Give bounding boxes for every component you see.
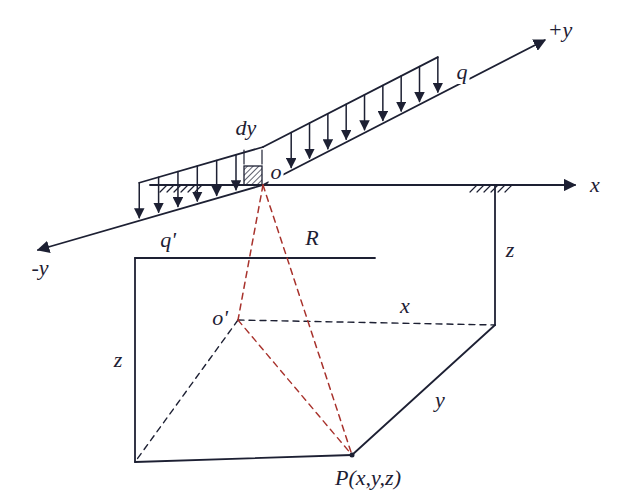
load-arrow bbox=[177, 172, 179, 207]
figure-label: y bbox=[433, 388, 447, 412]
figure-label: z bbox=[112, 348, 125, 372]
box-edge bbox=[494, 185, 496, 325]
load-arrow bbox=[382, 85, 384, 120]
load-arrow bbox=[345, 104, 347, 139]
point-p bbox=[350, 453, 355, 458]
ground-hatch bbox=[477, 185, 484, 192]
ground-hatch bbox=[195, 185, 202, 192]
ground-hatch bbox=[167, 185, 174, 192]
load-arrow bbox=[197, 166, 199, 201]
ground-hatch bbox=[484, 185, 491, 192]
depth-line bbox=[238, 185, 263, 320]
radius-line bbox=[263, 185, 352, 455]
load-arrow bbox=[364, 95, 366, 130]
load-arrow bbox=[327, 114, 329, 149]
load-element-strip bbox=[244, 166, 262, 185]
y-axis bbox=[263, 40, 545, 185]
hidden-edge bbox=[135, 320, 238, 462]
ground-hatch bbox=[505, 185, 512, 192]
load-line bbox=[263, 57, 438, 147]
figure-label: x bbox=[398, 294, 412, 318]
radius-line bbox=[238, 320, 352, 455]
box-edge bbox=[352, 325, 495, 455]
dimension-tick bbox=[243, 150, 244, 164]
load-arrow bbox=[400, 76, 402, 111]
load-arrow bbox=[158, 177, 160, 212]
ground-hatch bbox=[188, 185, 195, 192]
load-arrow bbox=[235, 155, 237, 190]
figure-label: q bbox=[455, 60, 470, 84]
ground-hatch bbox=[470, 185, 477, 192]
figure-label: x bbox=[588, 173, 602, 197]
load-arrow bbox=[437, 57, 439, 92]
ground-hatch bbox=[160, 185, 167, 192]
y-axis bbox=[38, 185, 263, 250]
figure-label: +y bbox=[546, 18, 575, 42]
load-arrow bbox=[139, 183, 141, 218]
ground-hatch bbox=[498, 185, 505, 192]
load-arrow bbox=[216, 160, 218, 195]
load-arrow bbox=[309, 123, 311, 158]
figure-label: -y bbox=[29, 256, 50, 280]
load-arrow bbox=[419, 67, 421, 102]
box-edge bbox=[135, 257, 375, 259]
figure-label: o bbox=[269, 160, 284, 184]
load-arrow bbox=[290, 133, 292, 168]
figure-label: R bbox=[303, 226, 320, 250]
ground-hatch bbox=[181, 185, 188, 192]
figure-label: dy bbox=[234, 116, 259, 140]
figure-label: z bbox=[504, 238, 517, 262]
box-edge bbox=[134, 258, 136, 462]
figure-label: q' bbox=[158, 228, 178, 252]
dimension-tick bbox=[261, 150, 262, 164]
hidden-edge bbox=[238, 320, 495, 325]
figure-label: o' bbox=[210, 306, 230, 330]
figure-label: P(x,y,z) bbox=[333, 466, 403, 490]
box-edge bbox=[135, 455, 352, 462]
